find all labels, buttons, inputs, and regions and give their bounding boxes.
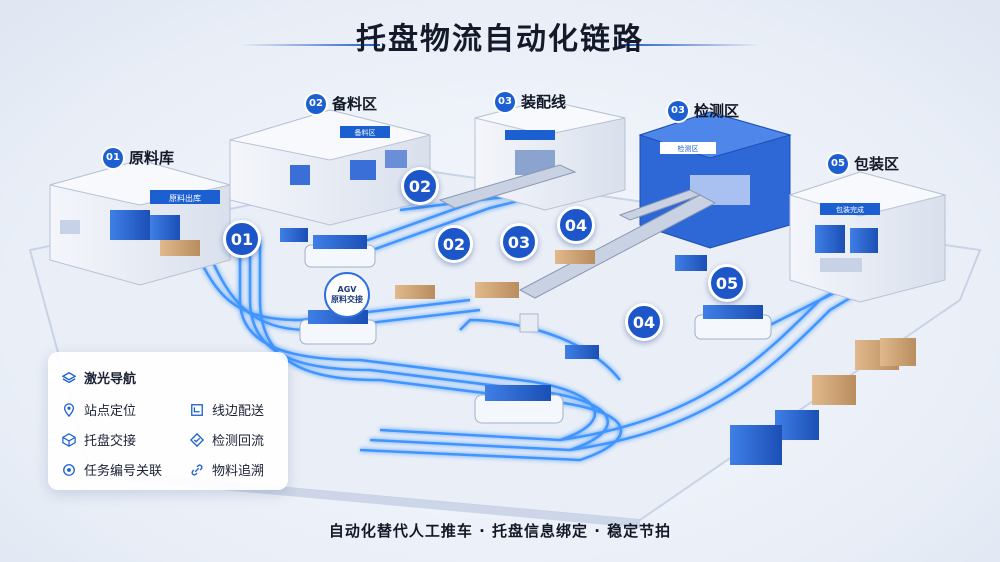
step-marker: 02 xyxy=(435,225,473,263)
building-packing: 包装完成 xyxy=(788,171,947,303)
building-prep-area: 备料区 xyxy=(229,109,431,242)
step-marker: 04 xyxy=(625,303,663,341)
agv-handover-tag: AGV 原料交接 xyxy=(324,272,370,318)
legend-item: 任务编号关联 xyxy=(62,460,162,479)
conveyors xyxy=(438,164,717,299)
step-marker: 05 xyxy=(708,264,746,302)
legend-header: 激光导航 xyxy=(62,368,136,387)
step-marker: 02 xyxy=(401,167,439,205)
legend-item: 物料追溯 xyxy=(190,460,264,479)
legend-item: 站点定位 xyxy=(62,400,136,419)
location-pin-icon xyxy=(63,402,75,417)
target-icon xyxy=(63,463,75,476)
svg-text:备料区: 备料区 xyxy=(355,128,376,137)
svg-text:包装完成: 包装完成 xyxy=(836,205,864,214)
cube-icon xyxy=(62,432,76,447)
legend-item: 检测回流 xyxy=(190,430,264,449)
zone-label-assembly-line: 03 装配线 xyxy=(495,91,566,112)
zone-badge: 01 xyxy=(103,147,123,168)
zone-label-prep-area: 02 备料区 xyxy=(306,93,377,114)
step-marker: 04 xyxy=(557,206,595,244)
diamond-check-icon xyxy=(190,432,204,447)
page-title: 托盘物流自动化链路 xyxy=(356,22,644,57)
zone-label-packing: 05 包装区 xyxy=(828,153,899,174)
agv-carts xyxy=(299,235,772,424)
title-left-rule xyxy=(240,44,380,46)
step-marker: 01 xyxy=(223,220,261,258)
svg-text:检测区: 检测区 xyxy=(678,144,699,153)
zone-badge: 03 xyxy=(495,91,515,112)
zone-badge: 05 xyxy=(828,153,848,174)
zone-badge: 02 xyxy=(306,93,326,114)
line-feed-icon xyxy=(191,403,203,416)
legend-panel: 激光导航 站点定位 线边配送 托盘交接 检测回流 任务编号关联 物料追溯 xyxy=(48,352,288,490)
legend-item: 托盘交接 xyxy=(62,430,136,449)
zone-label-raw-material: 01 原料库 xyxy=(103,147,174,168)
link-icon xyxy=(191,464,203,475)
layers-icon xyxy=(62,371,76,383)
building-raw-material: 原料出库 xyxy=(49,159,231,286)
legend-item: 线边配送 xyxy=(190,400,264,419)
step-marker: 03 xyxy=(500,223,538,261)
page-caption: 自动化替代人工推车 · 托盘信息绑定 · 稳定节拍 xyxy=(328,522,672,540)
pallets xyxy=(395,250,916,465)
zone-label-inspection: 03 检测区 xyxy=(668,100,739,121)
zone-badge: 03 xyxy=(668,100,688,121)
raw-sign: 原料出库 xyxy=(169,193,201,203)
